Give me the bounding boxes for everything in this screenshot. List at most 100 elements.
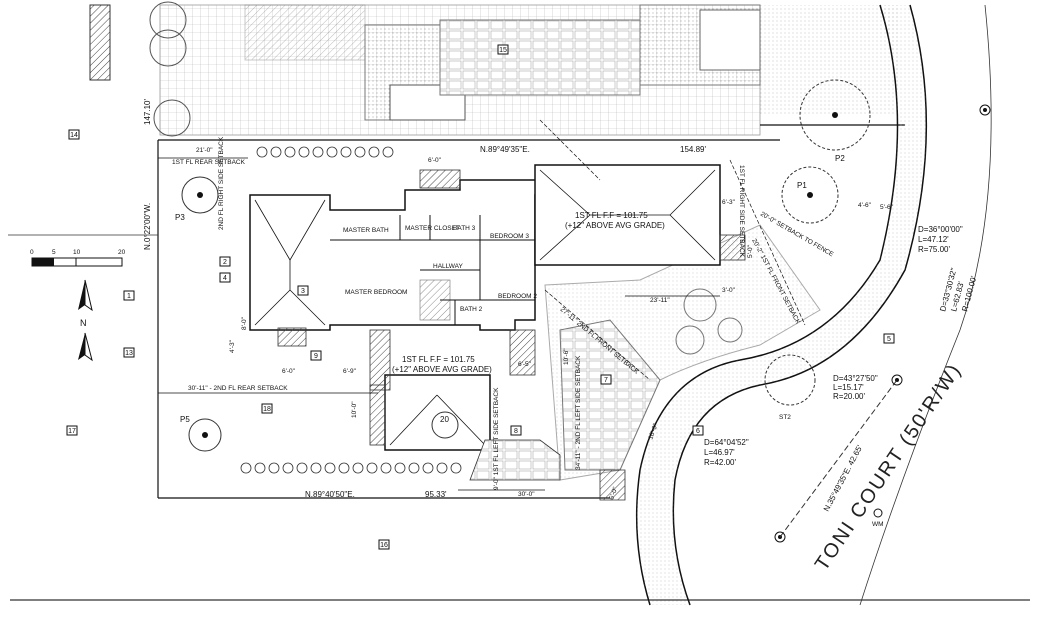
curve4-l: L=46.97' [704,448,735,457]
property-boundary [8,124,1030,601]
svg-text:5: 5 [887,336,891,343]
svg-text:18: 18 [263,406,271,413]
room-bath-2: BATH 2 [460,306,483,313]
svg-text:6: 6 [696,428,700,435]
front-landscape [544,224,821,481]
dim-left-top: 147.10' [143,99,152,125]
curve4-d: D=64°04'52" [704,438,749,447]
road-curb [635,4,992,606]
room-master-bedroom: MASTER BEDROOM [345,289,407,296]
dim-6-5: 6'-5" [518,361,532,368]
svg-text:3: 3 [301,288,305,295]
keynote-tag: 1 [123,290,135,301]
svg-text:9: 9 [314,353,318,360]
tree-p3-label: P3 [175,213,185,222]
tree-p1-label: P1 [797,181,807,190]
keynote-tag: 16 [378,539,390,550]
dim-left-bearing: N.0°22'00"W. [143,203,152,250]
ff-center-note: (+12" ABOVE AVG GRADE) [392,365,492,374]
keynote-tag: 7 [600,374,612,385]
curve4-r: R=42.00' [704,458,736,467]
room-master-bath: MASTER BATH [343,227,389,234]
svg-text:7: 7 [604,377,608,384]
dim-6-9: 6'-9" [343,368,357,375]
room-hallway: HALLWAY [433,263,464,270]
rear-setback-2nd: 30'-11" - 2ND FL REAR SETBACK [188,385,288,392]
dim-5-0b: 5'-0" [608,485,619,500]
tree-p5: P5 [180,415,222,452]
dim-30-0: 30'-0" [518,491,535,498]
tree-st2-label: ST2 [779,414,791,421]
scale-bar: 0 5 10 20 [30,249,126,267]
keynote-tag: 4 [219,272,231,283]
dim-10-0: 10'-0" [351,401,358,418]
dim-6-0-b: 6'-0" [428,157,442,164]
right-side-setback-2nd: 2ND FL RIGHT SIDE SETBACK [218,136,225,230]
neighbor-lot-north [159,4,900,136]
left-side-setback-1st: 9'-0" 1ST FL LEFT SIDE SETBACK [493,387,500,490]
tree-p2-label: P2 [835,154,845,163]
tree-st2: ST2 [764,354,816,421]
svg-text:13: 13 [125,350,133,357]
house-footprint [249,164,721,451]
tree-p3: P3 [175,176,219,222]
curve1-d: D=36°00'00" [918,225,963,234]
dim-4-6: 4'-6" [858,202,872,209]
svg-text:2: 2 [223,259,227,266]
room-bedroom-2: BEDROOM 2 [498,293,537,300]
tree-20: 20 [431,411,459,439]
svg-text:4: 4 [223,275,227,282]
dim-4-3: 4'-3" [229,339,236,353]
dim-5-6: 5'-6" [880,204,894,211]
keynote-tags: 1 2 3 4 5 6 7 8 9 13 14 15 16 17 18 [66,44,895,550]
ff-right-note: (+12" ABOVE AVG GRADE) [565,221,665,230]
svg-text:1: 1 [127,293,131,300]
tree-p2: P2 [799,79,871,163]
room-labels: MASTER BATH MASTER CLOSET BATH 3 BEDROOM… [343,225,537,313]
floor-elevations: 1ST FL F.F = 101.75 (+12" ABOVE AVG GRAD… [392,211,665,374]
hedge-row-south [240,462,462,474]
dim-bottom-bearing: N.89°40'50"E. [305,490,355,499]
scale-tick-0: 0 [30,249,34,256]
rear-setback-1st-label: 1ST FL REAR SETBACK [172,159,246,166]
curve1-r: R=75.00' [918,245,950,254]
room-bedroom-3: BEDROOM 3 [490,233,529,240]
curve3-r: R=20.00' [833,392,865,401]
curve1-l: L=47.12' [918,235,949,244]
scale-tick-10: 10 [73,249,81,256]
dim-top-length: 154.89' [680,145,706,154]
keynote-tag: 5 [883,333,895,344]
svg-text:17: 17 [68,428,76,435]
porch-hatching [277,169,746,501]
svg-text:15: 15 [499,47,507,54]
dim-top-bearing: N.89°49'35"E. [480,145,530,154]
keynote-tag: 14 [68,129,80,140]
curve3-d: D=43°27'50" [833,374,878,383]
dim-10-6: 10'-6" [563,348,570,365]
dim-3-0: 3'-0" [722,287,736,294]
keynote-tag: 13 [123,347,135,358]
svg-text:14: 14 [70,132,78,139]
rear-setback-1st: 21'-0" [196,147,213,154]
svg-text:8: 8 [514,428,518,435]
tree-p5-label: P5 [180,415,190,424]
ff-right: 1ST FL F.F = 101.75 [575,211,648,220]
dimension-lines [158,119,806,491]
scale-tick-20: 20 [118,249,126,256]
ff-center: 1ST FL F.F = 101.75 [402,355,475,364]
keynote-tag: 15 [497,44,509,55]
dim-23-11: 23'-11" [650,297,670,304]
keynote-tag: 17 [66,425,78,436]
right-side-setback-1st: 1ST FL RIGHT SIDE SETBACK [738,165,745,258]
survey-monuments: WM [774,104,991,543]
dim-8-0: 8'-0" [241,316,248,330]
svg-text:16: 16 [380,542,388,549]
keynote-tag: 18 [261,403,273,414]
water-meter-label: WM [872,521,884,528]
dim-bottom-length: 95.33' [425,490,447,499]
room-bath-3: BATH 3 [453,225,476,232]
dim-6-0-a: 6'-0" [282,368,296,375]
room-master-closet: MASTER CLOSET [405,225,460,232]
north-arrow-label: N [80,318,87,328]
